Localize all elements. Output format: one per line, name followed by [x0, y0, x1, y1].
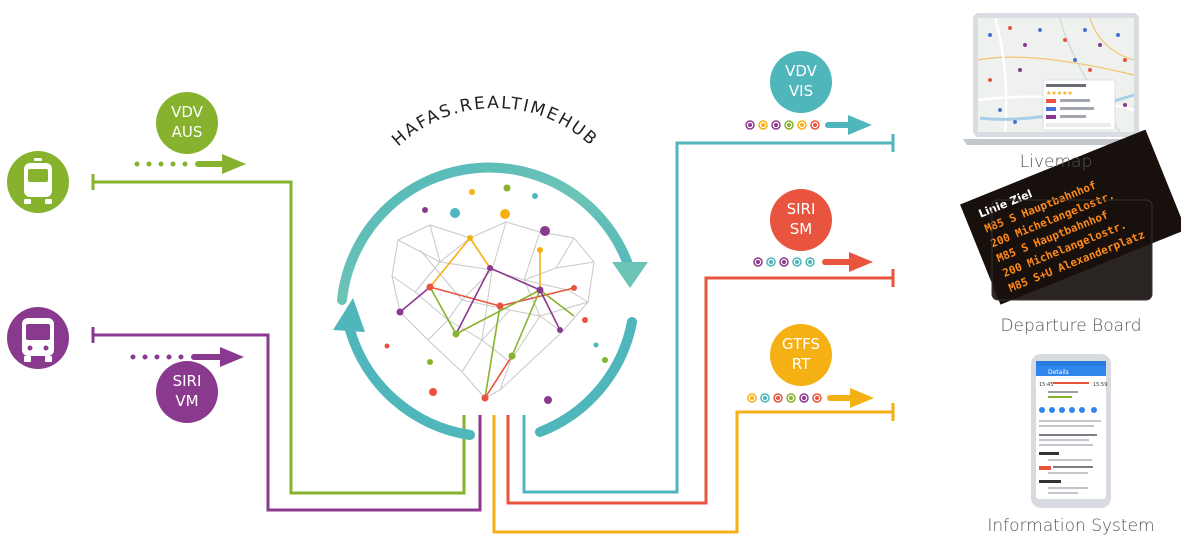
phone-time-start: 15:45: [1039, 382, 1053, 388]
input-arrow-green: [134, 154, 246, 174]
map-popup-stars: ★★★★★: [1046, 90, 1073, 97]
input-tram: [7, 151, 69, 213]
output-arrow-yellow: [747, 388, 874, 408]
decorative-dots: [384, 184, 608, 404]
protocol-label-line2: VM: [175, 392, 198, 410]
output-line-teal: [522, 141, 893, 494]
laptop-map-icon: ★★★★★: [963, 13, 1149, 145]
protocol-label-line2: AUS: [172, 123, 203, 141]
smartphone-app-icon: Details 15:45 15:59: [1031, 354, 1111, 508]
protocol-label-line1: VDV: [171, 103, 204, 121]
protocol-badge-vdv-aus: VDV AUS: [156, 92, 218, 154]
hub-arc-bottom-left: [345, 325, 475, 440]
network-graph: [391, 221, 595, 402]
hub-arc-arrow-right: [612, 262, 648, 288]
input-line-purple: [93, 333, 482, 512]
output-arrow-teal: [745, 115, 872, 135]
hub-arc-bottom-right: [535, 317, 637, 437]
protocol-label-line1: SIRI: [173, 372, 202, 390]
protocol-badge-siri-sm: SIRI SM: [770, 189, 832, 251]
departure-board-photo: Linie Ziel M85 S Hauptbahnhof 200 Michel…: [960, 129, 1181, 305]
phone-screen-title: Details: [1048, 369, 1069, 376]
hub-arc-arrow-left: [333, 298, 365, 332]
protocol-label-line2: VIS: [789, 82, 813, 100]
protocol-badge-siri-vm: SIRI VM: [156, 361, 218, 423]
protocol-label-line2: RT: [792, 355, 811, 373]
output-line-red: [506, 276, 893, 505]
protocol-badge-gtfs-rt: GTFS RT: [770, 324, 832, 386]
output-arrow-red: [753, 252, 873, 272]
tram-icon: [24, 158, 52, 204]
hub-logo: HAFAS.REALTIMEHUB: [333, 93, 648, 440]
output-line-yellow: [492, 410, 893, 534]
target-label-departure-board: Departure Board: [1000, 316, 1142, 336]
protocol-label-line1: GTFS: [782, 335, 820, 353]
target-label-livemap: Livemap: [1019, 152, 1093, 172]
target-label-information-system: Information System: [987, 516, 1155, 536]
hub-title: HAFAS.REALTIMEHUB: [388, 93, 601, 151]
protocol-label-line1: VDV: [785, 62, 818, 80]
map-popup: ★★★★★: [1042, 79, 1116, 131]
protocol-badge-vdv-vis: VDV VIS: [770, 51, 832, 113]
phone-time-end: 15:59: [1093, 382, 1107, 388]
hub-arc-top: [337, 162, 635, 305]
bus-icon: [22, 318, 54, 362]
protocol-label-line1: SIRI: [787, 200, 816, 218]
input-line-green: [93, 180, 466, 495]
input-bus: [7, 307, 69, 369]
protocol-label-line2: SM: [790, 220, 812, 238]
input-arrow-purple: [130, 347, 244, 367]
